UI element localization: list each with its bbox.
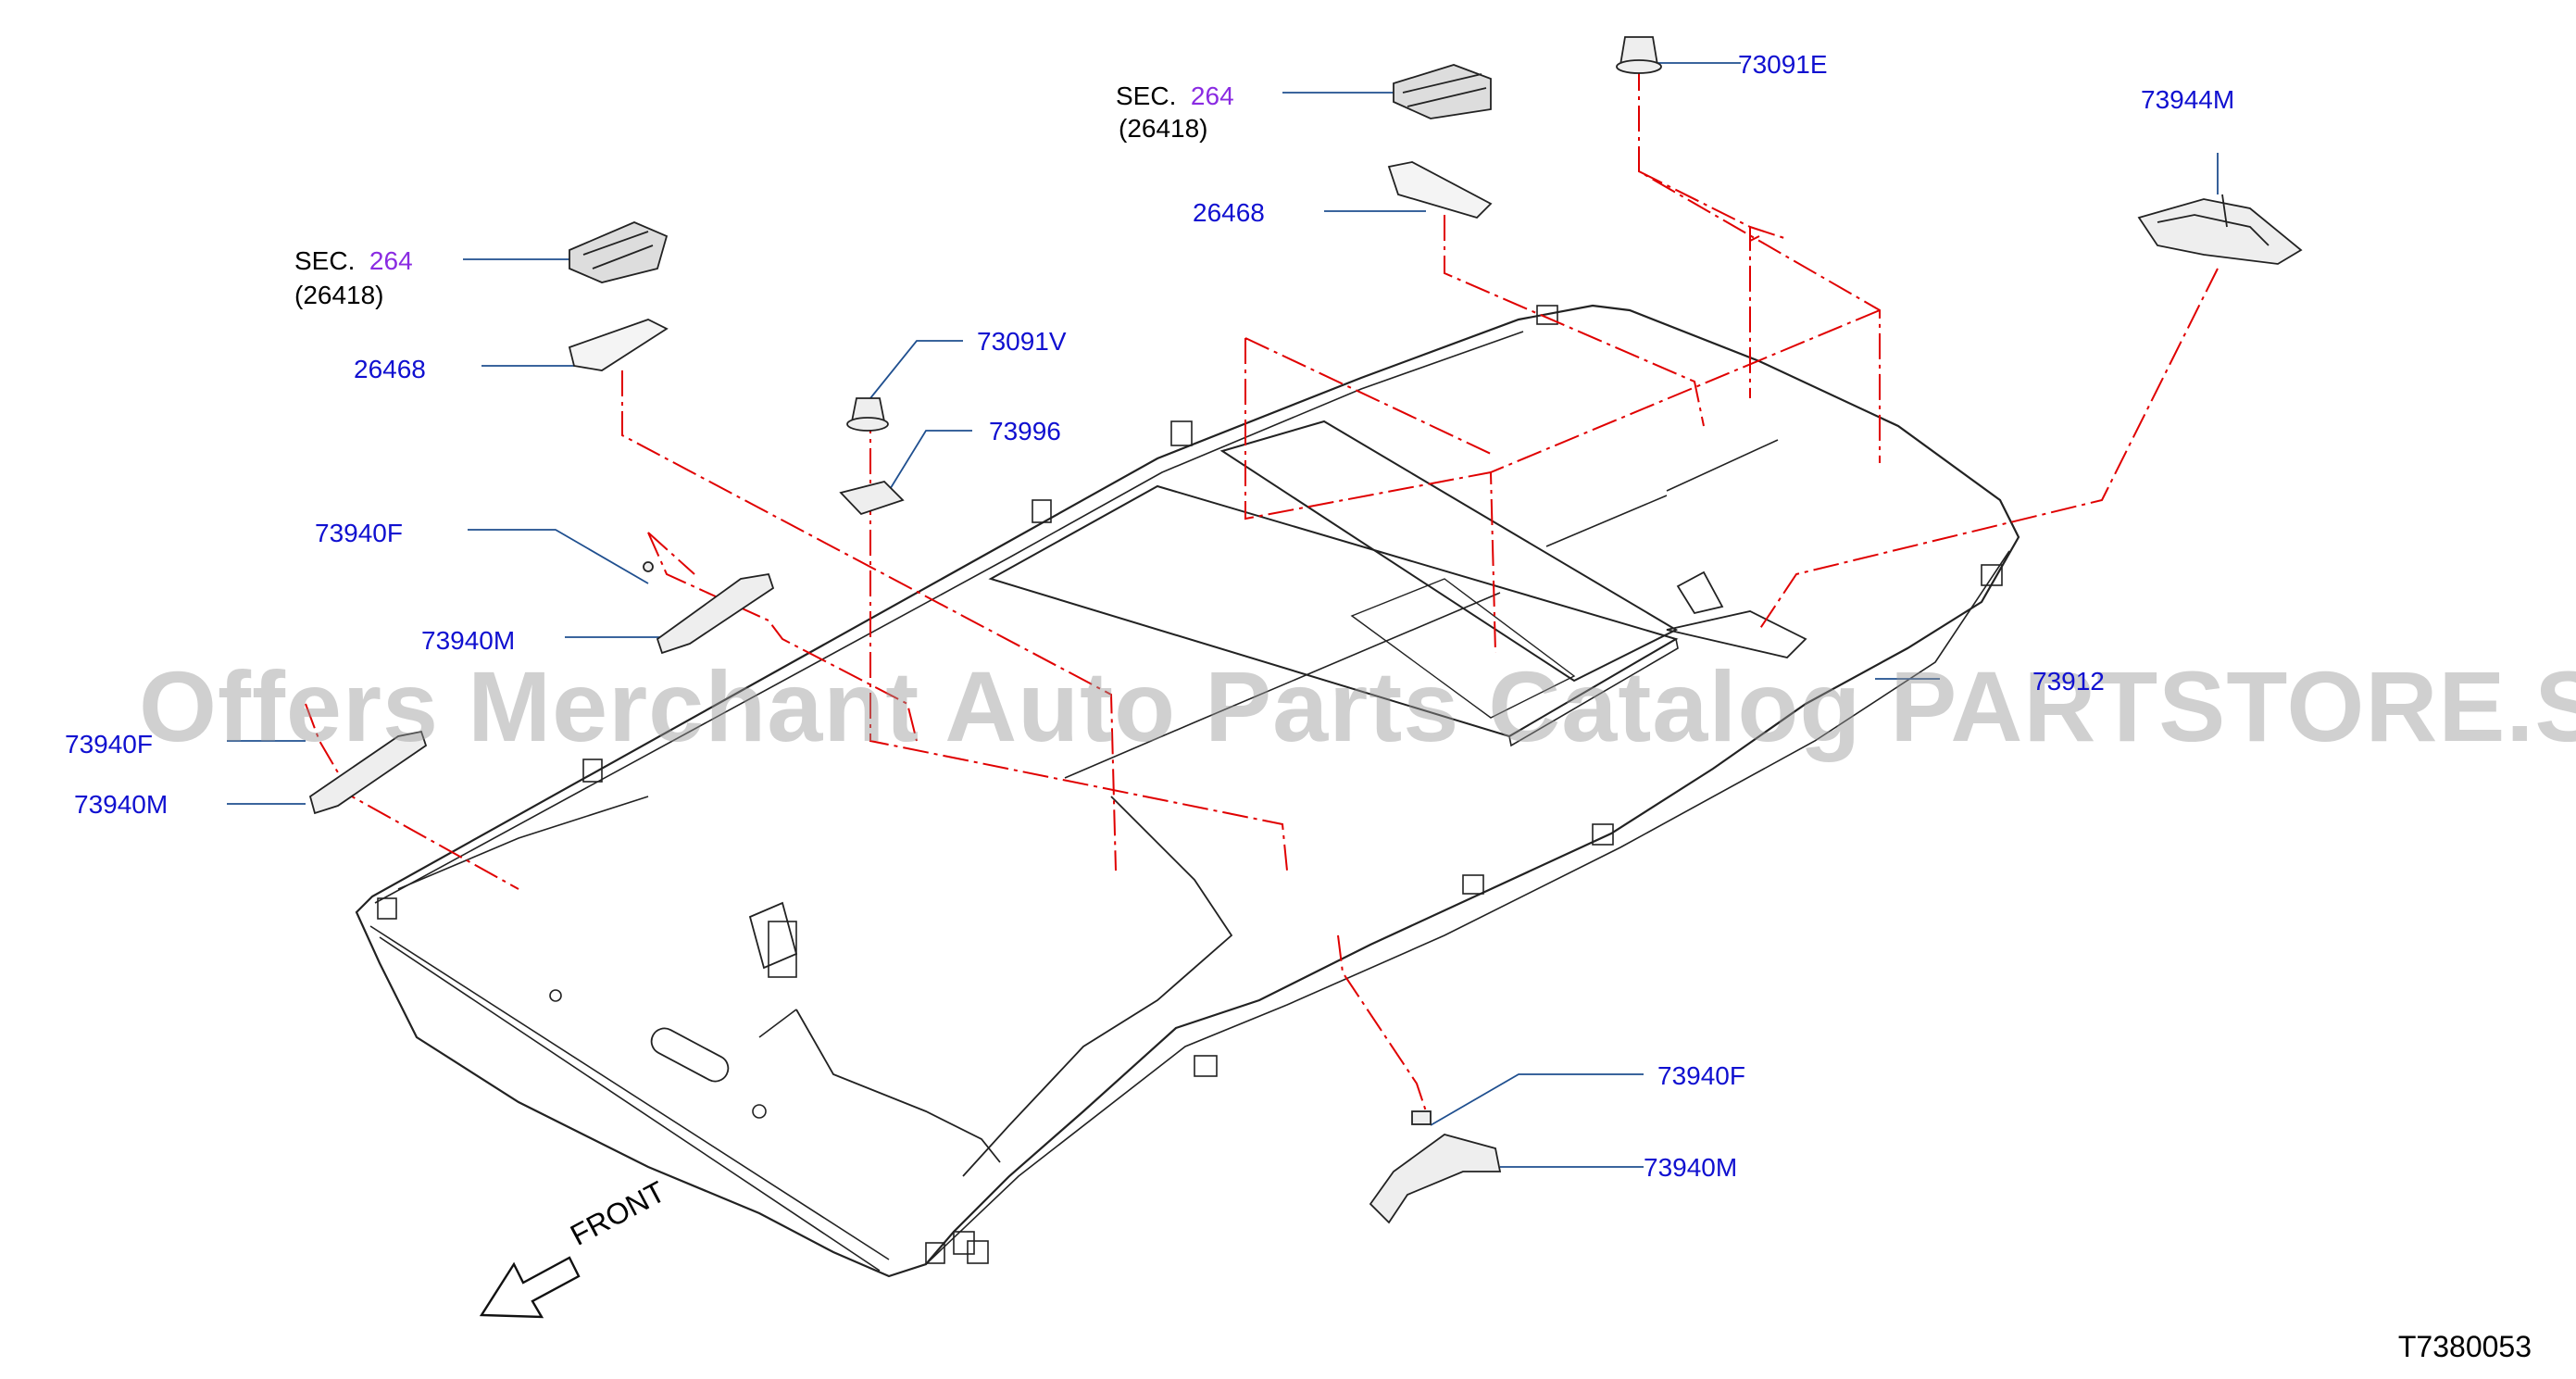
sec-prefix-left: SEC.	[294, 246, 356, 275]
part-73940m-a[interactable]: 73940M	[421, 626, 516, 655]
clip-73091v	[846, 397, 889, 432]
sec-number-left[interactable]: 264	[369, 246, 413, 275]
part-73940f-b[interactable]: 73940F	[65, 730, 153, 758]
assist-grip-c	[1369, 1110, 1502, 1224]
lamp-bezel-left	[568, 319, 669, 371]
part-73996[interactable]: 73996	[989, 417, 1061, 445]
headliner-panel	[355, 304, 2020, 1278]
part-73944m[interactable]: 73944M	[2141, 85, 2235, 114]
diagram-code: T7380053	[2397, 1330, 2532, 1363]
sec-sub-top: (26418)	[1119, 114, 1208, 143]
sec-ref-left[interactable]: SEC. 264	[294, 248, 413, 274]
part-73940m-b[interactable]: 73940M	[74, 790, 169, 819]
assist-grip-a	[643, 561, 775, 655]
reference-lines	[305, 65, 2219, 1112]
sec-prefix-top: SEC.	[1116, 81, 1177, 110]
pad-73996	[839, 481, 905, 516]
console-73944m	[2137, 194, 2303, 265]
part-26468-left[interactable]: 26468	[354, 355, 426, 383]
sec-ref-top[interactable]: SEC. 264	[1116, 83, 1234, 109]
front-arrow-icon	[479, 1256, 581, 1319]
lamp-bezel-top	[1387, 161, 1493, 219]
sec-number-top[interactable]: 264	[1190, 81, 1234, 110]
sec-sub-left: (26418)	[294, 281, 384, 309]
watermark-text: Offers Merchant Auto Parts Catalog PARTS…	[139, 650, 2576, 762]
part-73912[interactable]: 73912	[2032, 667, 2105, 696]
part-73091e[interactable]: 73091E	[1738, 50, 1828, 79]
part-73940f-a[interactable]: 73940F	[315, 519, 403, 547]
assist-grip-b	[308, 730, 428, 815]
part-73091v[interactable]: 73091V	[977, 327, 1067, 356]
clip-73091e	[1616, 36, 1662, 74]
map-lamp-top	[1393, 64, 1492, 119]
part-73940f-c[interactable]: 73940F	[1657, 1061, 1745, 1090]
part-73940m-c[interactable]: 73940M	[1644, 1153, 1738, 1182]
part-26468-top[interactable]: 26468	[1193, 198, 1265, 227]
leader-lines	[227, 62, 2219, 1168]
map-lamp-left	[569, 221, 669, 283]
